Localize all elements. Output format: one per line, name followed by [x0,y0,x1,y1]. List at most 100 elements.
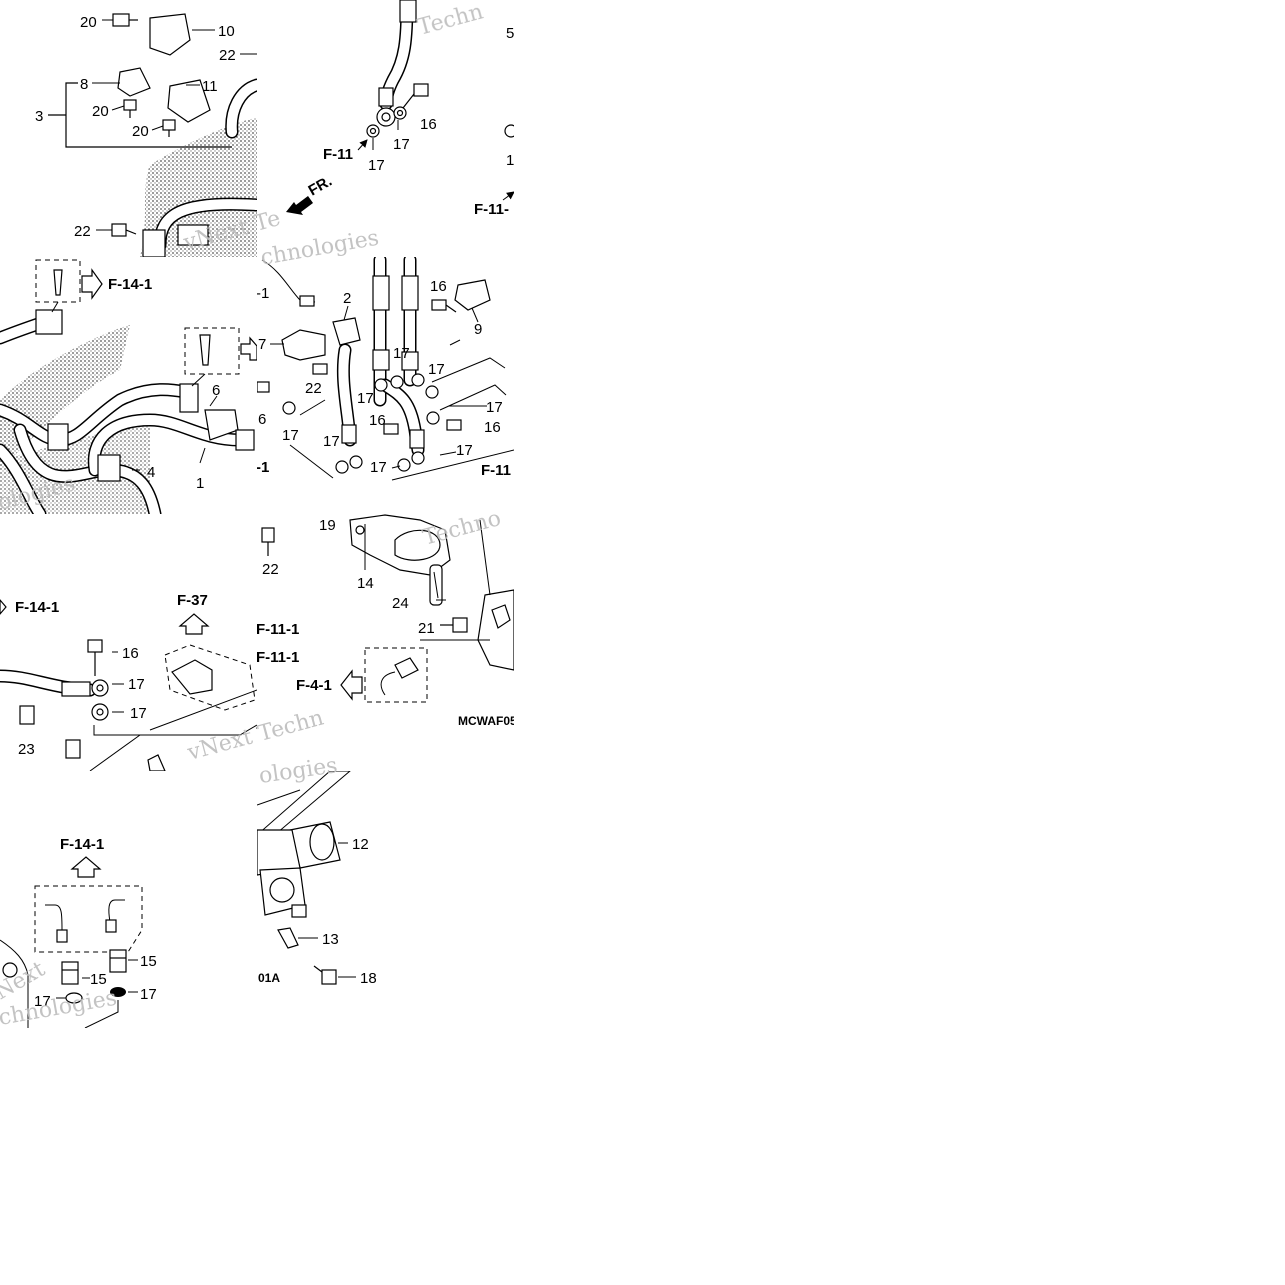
callout-21: 21 [418,620,435,637]
clamp-2 [332,317,361,346]
ref-arrow-icon [240,336,257,361]
bolt-icon [313,965,337,985]
callout-22: 22 [219,47,236,64]
callout-18: 18 [360,970,377,987]
callout-7: 7 [258,336,266,353]
callout-17: 17 [370,459,387,476]
callout-15: 15 [140,953,157,970]
tile-brake-lines: -1 2 16 9 7 22 17 17 17 17 17 17 17 17 1… [256,257,514,481]
callout-17: 17 [368,157,385,174]
clamp-9 [454,279,491,311]
front-direction-label: FR. [306,173,335,200]
callout-1: 1 [506,152,514,169]
callout-14: 14 [357,575,374,592]
callout-3: 3 [35,108,43,125]
diagram-code: MCWAF050 [458,714,524,728]
callout-20: 20 [80,14,97,31]
callout-23: 23 [18,741,35,758]
watermark: Techno [420,506,504,551]
callout-20: 20 [92,103,109,120]
tile-front-hose: FR. 5 16 17 17 1 F-11 F-11- [286,0,514,218]
diagram-code: 01A [258,971,280,985]
ref-f-11: F-11 [481,462,511,479]
bolt-icon [312,363,328,375]
bolt-icon [109,949,127,973]
callout-22: 22 [305,380,322,397]
callout-17: 17 [393,345,410,362]
callout-16: 16 [369,412,386,429]
ref-f-4-1: F-4-1 [296,677,332,694]
watermark: chnologies [259,226,381,271]
bolt-icon [61,961,79,985]
tile-modulator-unit: 12 13 18 01A [257,771,377,987]
bolt-icon [111,223,137,237]
bolt-icon [431,299,457,313]
ref-f-11-1: F-11-1 [256,621,299,638]
callout-17: 17 [34,993,51,1010]
callout-20: 20 [132,123,149,140]
callout-17: 17 [456,442,473,459]
callout-9: 9 [474,321,482,338]
bolt-icon [383,423,399,435]
callout-12: 12 [352,836,369,853]
bolt-icon [65,739,81,759]
clip-13 [277,927,299,949]
callout-1: 1 [196,475,204,492]
ref-f-14-1: F-14-1 [60,836,104,853]
callout-17: 17 [128,676,145,693]
ref-f-11-1: F-11-1 [256,649,299,666]
tile-joint-bolts: F-14-1 15 15 17 17 [0,836,157,1028]
bolt-icon [440,617,468,633]
bolt-icon [19,705,35,725]
bracket-11 [167,79,211,123]
callout-10: 10 [218,23,235,40]
callout-17: 17 [428,361,445,378]
ref-f-14-1: F-14-1 [108,276,152,293]
callout-13: 13 [322,931,339,948]
ref-arrow-icon [81,268,103,300]
bracket-10 [149,13,191,56]
callout-17: 17 [140,986,157,1003]
bolt-icon [87,639,103,676]
callout-22: 22 [74,223,91,240]
ref-fragment: -1 [256,459,269,476]
tile-modulator-bracket: 19 22 14 24 21 F-11-1 F-11-1 F-4-1 MCWAF… [256,514,524,728]
callout-5: -1 [256,285,269,302]
callout-17: 17 [323,433,340,450]
callout-4: 4 [147,464,155,481]
callout-19: 19 [319,517,336,534]
motor-12 [257,821,341,918]
tile-hose-fittings: F-14-1 F-37 16 17 17 23 -1 [0,592,269,771]
front-arrow-icon [286,196,313,215]
bolt-icon [261,527,275,556]
bolt-icon [446,419,462,431]
callout-5: 5 [506,25,514,42]
ref-f-11-: F-11- [474,201,509,218]
callout-17: 17 [357,390,374,407]
tile-hose-routing: F-14-1 6 4 1 [0,259,257,514]
callout-17: 17 [282,427,299,444]
callout-16: 16 [420,116,437,133]
bracket-8 [117,67,151,97]
bolt-icon [257,381,270,393]
tile-bracket-assembly: 20 10 22 8 11 20 3 20 22 [35,13,257,257]
ref-arrow-icon [340,669,363,701]
bolt-icon [162,119,176,137]
ref-f-37: F-37 [177,592,208,609]
bolt-icon [123,99,137,118]
callout-6: 6 [258,411,266,428]
ref-arrow-icon [70,856,102,878]
watermark: Techn [415,0,486,41]
callout-8: 8 [80,76,88,93]
callout-22: 22 [262,561,279,578]
callout-11: 11 [202,78,218,95]
callout-24: 24 [392,595,409,612]
ref-arrow-icon [178,613,210,635]
ref-fragment: -1 [256,719,269,736]
callout-6: 6 [212,382,220,399]
callout-16: 16 [430,278,447,295]
callout-15: 15 [90,971,107,988]
callout-16: 16 [484,419,501,436]
callout-17: 17 [130,705,147,722]
